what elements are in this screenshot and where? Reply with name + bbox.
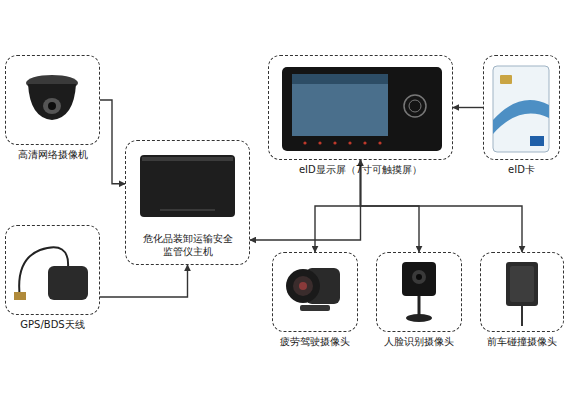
node-label: eID卡 — [454, 163, 567, 176]
camera-node: 疲劳驾驶摄像头 — [272, 252, 358, 332]
camera-node: 高清网络摄像机 — [5, 55, 100, 145]
node-label: 前车碰撞摄像头 — [451, 335, 567, 348]
camera-cube — [402, 262, 436, 296]
node-label: 人脸识别摄像头 — [347, 335, 491, 348]
node-label: eID显示屏（7寸可触摸屏） — [239, 163, 482, 176]
host-unit — [140, 155, 235, 217]
camera-foot — [406, 314, 432, 322]
camera-lens — [293, 276, 313, 296]
connector-arrow — [100, 265, 188, 297]
camera-housing — [506, 262, 538, 306]
camera-node: 前车碰撞摄像头 — [480, 252, 564, 332]
camera-dome — [28, 84, 76, 120]
camera-cable — [521, 306, 523, 326]
host-edge — [142, 157, 233, 161]
camera-front — [286, 269, 320, 303]
gps-antenna — [14, 247, 88, 300]
fingerprint-sensor — [404, 95, 426, 117]
screen-node: eID显示屏（7寸可触摸屏） — [268, 55, 453, 160]
eid-card — [493, 66, 549, 152]
host-plate — [160, 210, 215, 211]
node-label: 危化品装卸运输安全 监管仪主机 — [140, 232, 236, 258]
camera-mount — [300, 305, 330, 311]
camera-lens — [412, 270, 426, 284]
node-label: GPS/BDS天线 — [0, 318, 129, 331]
screen-buttons — [303, 141, 381, 144]
screen-bar — [292, 74, 388, 84]
eid-screen — [282, 67, 442, 151]
camera-lens — [43, 98, 61, 114]
camera-node: 人脸识别摄像头 — [376, 252, 462, 332]
camera-face — [510, 266, 534, 302]
card-node: eID卡 — [483, 55, 560, 160]
card-logo — [530, 136, 544, 146]
card-stripe — [493, 100, 549, 134]
connector-arrow — [100, 100, 125, 184]
card-chip — [500, 75, 512, 84]
node-label: 疲劳驾驶摄像头 — [243, 335, 387, 348]
node-label: 高清网络摄像机 — [0, 148, 129, 161]
screen-frame — [282, 67, 442, 151]
camera-lens-center — [299, 282, 307, 290]
antenna-connector — [14, 292, 26, 300]
camera-lens-center — [48, 102, 56, 110]
fatigue-camera — [286, 268, 340, 311]
collision-camera — [506, 262, 538, 326]
screen-display — [292, 74, 388, 136]
face-camera — [402, 262, 436, 322]
host-case — [140, 155, 235, 217]
camera-lens-center — [416, 274, 422, 280]
camera-stand — [418, 295, 421, 315]
host-node: 危化品装卸运输安全 监管仪主机 — [125, 140, 250, 265]
card-body — [493, 66, 549, 152]
antenna-puck — [48, 266, 88, 300]
dome-camera — [26, 75, 78, 120]
connector-arrow — [453, 107, 483, 108]
fingerprint-ring — [409, 100, 421, 112]
antenna-node: GPS/BDS天线 — [5, 225, 100, 315]
